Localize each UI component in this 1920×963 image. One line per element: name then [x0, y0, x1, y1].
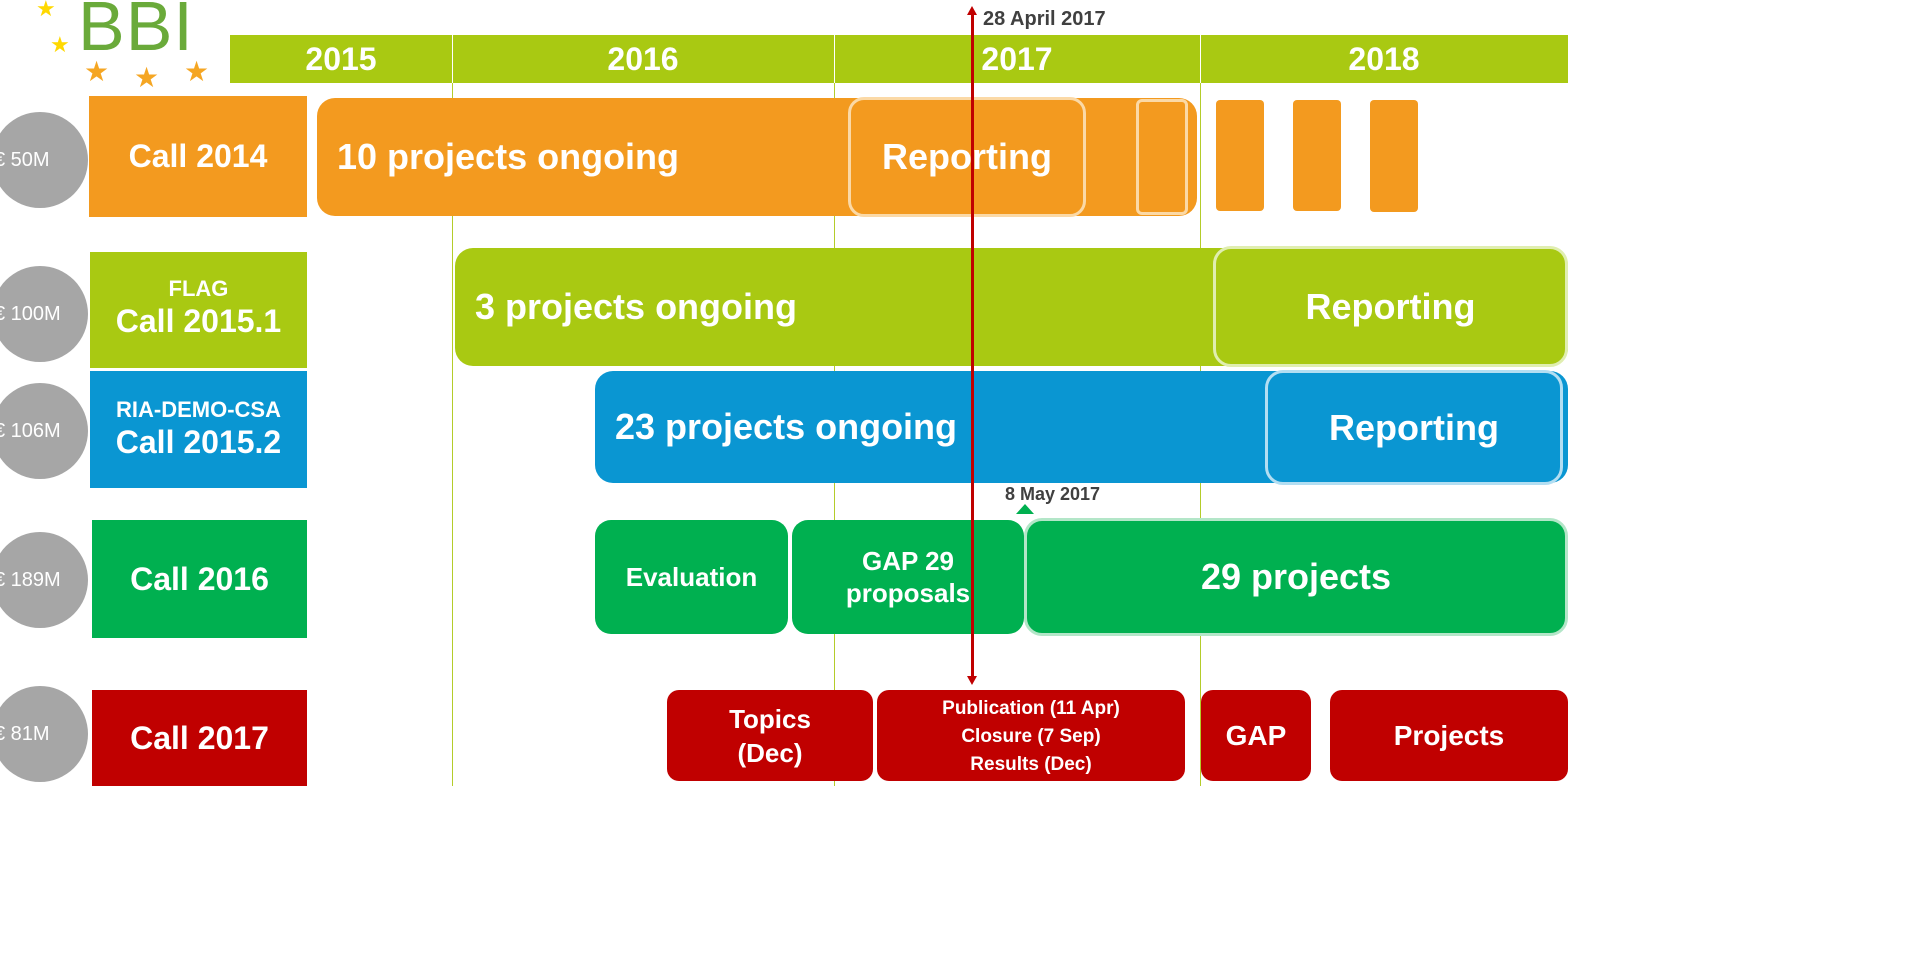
call-2017-publication: Publication (11 Apr) — [942, 698, 1120, 719]
year-divider — [1200, 35, 1201, 83]
call-2017-publication-box: Publication (11 Apr) Closure (7 Sep) Res… — [877, 690, 1185, 781]
call-2017-label: Call 2017 — [92, 690, 307, 786]
call-2017-topics: Topics (Dec) — [667, 690, 873, 781]
may-marker-label: 8 May 2017 — [1005, 484, 1101, 504]
call-2015-2-label: Call 2015.2 — [115, 424, 282, 460]
logo-star-icon: ★ — [50, 32, 70, 57]
call-2016-gap: GAP 29 proposals — [792, 520, 1024, 634]
call-2014-report-block — [1370, 100, 1418, 212]
call-2016-label: Call 2016 — [92, 520, 307, 638]
logo-star-icon: ★ — [84, 56, 110, 87]
year-2018: 2018 — [1348, 40, 1420, 77]
budget-badge: € 189M — [0, 532, 88, 628]
budget-badge: € 50M — [0, 112, 88, 208]
year-divider — [452, 83, 453, 786]
logo-star-icon: ★ — [36, 0, 56, 21]
call-2014-ongoing-text: 10 projects ongoing — [337, 136, 680, 177]
year-2016: 2016 — [607, 40, 679, 77]
call-2017-results: Results (Dec) — [970, 754, 1092, 775]
call-2015-1-label-box: FLAG Call 2015.1 — [90, 252, 307, 368]
april-marker-label: 28 April 2017 — [983, 8, 1106, 30]
year-divider — [834, 35, 835, 83]
budget-badge: € 100M — [0, 266, 88, 362]
budget-badge: € 106M — [0, 383, 88, 479]
call-2015-1-ongoing-text: 3 projects ongoing — [475, 286, 798, 327]
call-2015-1-label: Call 2015.1 — [115, 303, 282, 339]
logo-star-icon: ★ — [184, 56, 210, 87]
call-2014-label: Call 2014 — [89, 96, 307, 217]
april-marker-arrow-down-icon — [967, 676, 977, 685]
call-2015-2-ongoing-text: 23 projects ongoing — [615, 406, 958, 447]
year-2015: 2015 — [305, 40, 377, 77]
call-2017-projects: Projects — [1330, 690, 1568, 781]
april-marker-line — [971, 14, 974, 678]
may-marker-arrow-icon — [1016, 504, 1034, 514]
call-2015-2-reporting: Reporting — [1265, 370, 1563, 485]
call-2016-projects: 29 projects — [1024, 518, 1568, 636]
call-2016-evaluation: Evaluation — [595, 520, 788, 634]
logo-star-icon: ★ — [134, 62, 160, 93]
logo-text: BBI — [78, 0, 194, 65]
year-header-bar — [230, 35, 1568, 83]
call-2014-report-block — [1293, 100, 1341, 211]
call-2017-gap: GAP — [1201, 690, 1311, 781]
call-2015-1-sub: FLAG — [168, 276, 229, 301]
budget-badge: € 81M — [0, 686, 88, 782]
bbi-logo: ★ ★ BBI ★ ★ ★ — [30, 0, 230, 95]
year-2017: 2017 — [981, 40, 1053, 77]
call-2015-2-label-box: RIA-DEMO-CSA Call 2015.2 — [90, 371, 307, 488]
call-2014-report-block — [1216, 100, 1264, 211]
call-2015-2-sub: RIA-DEMO-CSA — [116, 397, 281, 422]
call-2017-closure: Closure (7 Sep) — [961, 726, 1101, 747]
call-2014-report-block — [1136, 99, 1188, 215]
call-2014-reporting: Reporting — [848, 97, 1086, 217]
april-marker-arrow-up-icon — [967, 6, 977, 15]
call-2015-1-reporting: Reporting — [1213, 246, 1568, 367]
